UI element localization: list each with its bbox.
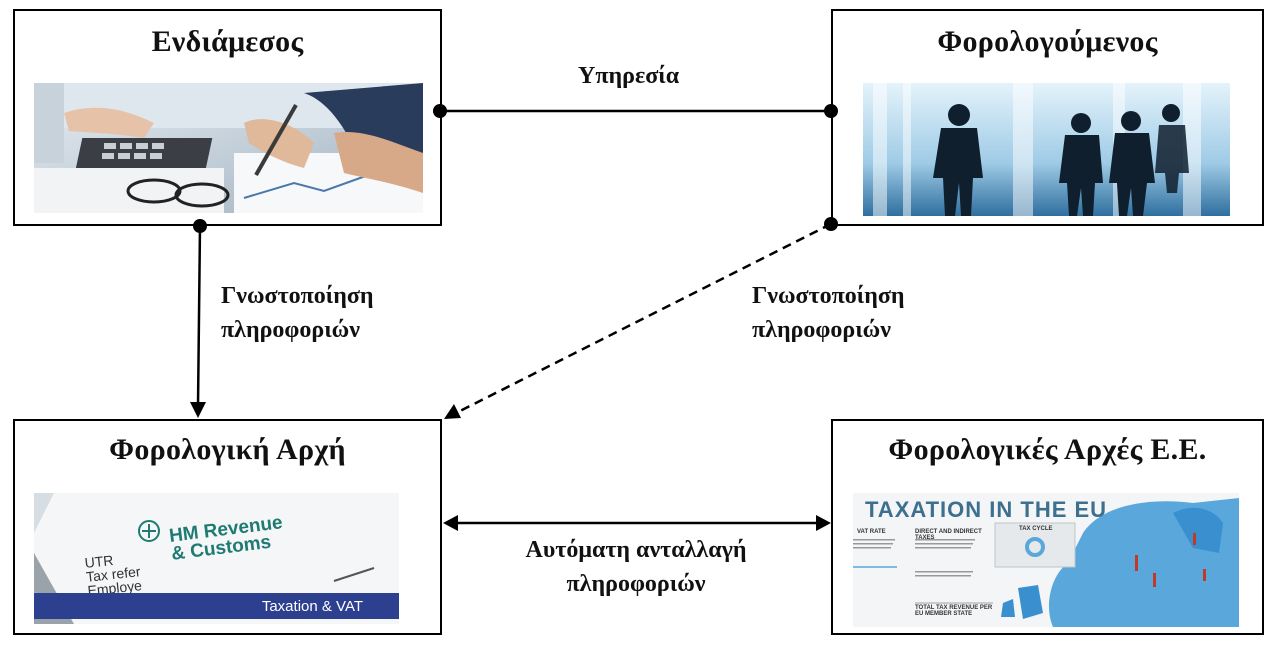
taxpayer-disclosure-arrowhead [444,404,461,419]
hmrc-band-text: Taxation & VAT [261,598,363,615]
intermediary-disclosure-arrowhead [190,402,206,418]
taxpayer-photo [863,83,1230,216]
eu-tax-authorities-title: Φορολογικές Αρχές Ε.Ε. [888,433,1207,466]
intermediary-disclosure-arrow [196,225,202,407]
tax-authority-title: Φορολογική Αρχή [109,433,346,466]
service-dot-left [433,104,447,118]
taxpayer-disclosure-dashed-arrow [455,222,832,415]
taxpayer-title: Φορολογούμενος [937,25,1158,58]
intermediary-disclosure-dot [193,219,207,233]
intermediary-title: Ενδιάμεσος [151,25,304,58]
service-label: Υπηρεσία [578,63,680,89]
tax-authority-photo: HM Revenue & Customs UTR Tax refer Emplo… [34,493,399,624]
taxpayer-box: Φορολογούμενος [831,9,1264,226]
intermediary-box: Ενδιάμεσος [13,9,442,226]
eu-direct-indirect-label: DIRECT AND INDIRECT TAXES [915,529,982,541]
taxpayer-disclosure-dot [824,217,838,231]
eu-vat-rate-label: VAT RATE [857,529,886,535]
taxpayer-disclosure-label: Γνωστοποίηση πληροφοριών [752,279,905,347]
automatic-exchange-label-line2: πληροφοριών [566,571,706,597]
eu-infographic: TAXATION IN THE EU VAT RATE DIRECT AND I… [853,493,1239,627]
intermediary-photo [34,83,423,213]
intermediary-disclosure-label: Γνωστοποίηση πληροφοριών [221,279,374,347]
eu-tax-authorities-box: Φορολογικές Αρχές Ε.Ε. TAXATION IN THE E… [831,419,1264,635]
hmrc-taxation-band: Taxation & VAT [34,593,399,619]
automatic-exchange-arrowhead-left [443,515,458,531]
automatic-exchange-label-line1: Αυτόματη ανταλλαγή [525,537,747,563]
tax-authority-box: Φορολογική Αρχή HM Revenue & Customs UTR… [13,419,442,635]
eu-tax-cycle-label: TAX CYCLE [1019,526,1053,532]
automatic-exchange-label: Αυτόματη ανταλλαγή πληροφοριών [500,533,772,601]
taxpayer-disclosure-label-line1: Γνωστοποίηση [752,283,905,309]
eu-infographic-heading: TAXATION IN THE EU [865,497,1108,522]
taxpayer-disclosure-label-line2: πληροφοριών [752,317,891,343]
service-dot-right [824,104,838,118]
eu-total-revenue-label: TOTAL TAX REVENUE PER EU MEMBER STATE [915,605,993,617]
automatic-exchange-arrowhead-right [816,515,831,531]
intermediary-disclosure-label-line2: πληροφοριών [221,317,360,343]
intermediary-disclosure-label-line1: Γνωστοποίηση [221,283,374,309]
